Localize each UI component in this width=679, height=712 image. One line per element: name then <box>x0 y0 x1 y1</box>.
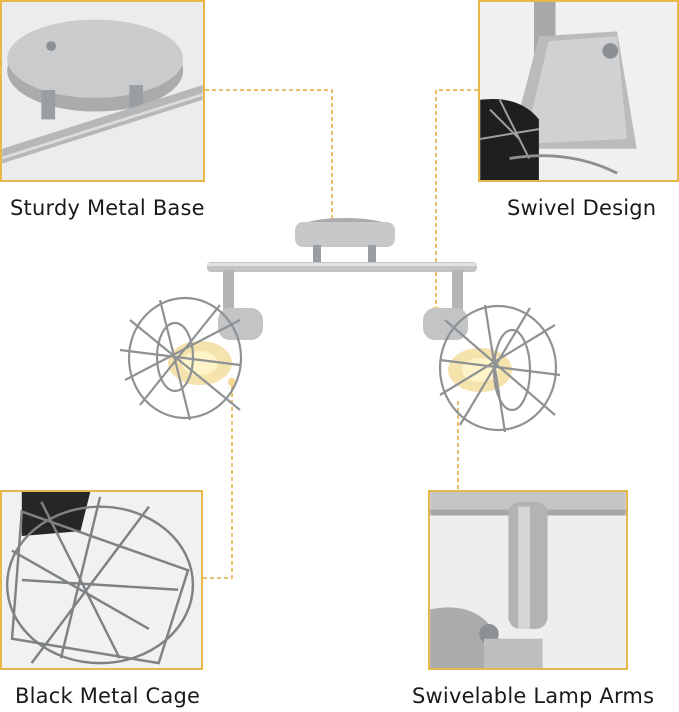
metal-cage-icon <box>2 492 201 668</box>
caption-lamp-arms: Swivelable Lamp Arms <box>412 684 655 708</box>
caption-metal-cage: Black Metal Cage <box>15 684 201 708</box>
metal-base-icon <box>2 2 203 180</box>
ceiling-light-icon <box>119 218 561 433</box>
swivel-head-icon <box>480 2 677 180</box>
feature-panel-metal-cage <box>0 490 203 670</box>
feature-panel-swivel <box>478 0 679 182</box>
product-image <box>100 200 580 460</box>
caption-swivel: Swivel Design <box>507 196 657 220</box>
feature-panel-metal-base <box>0 0 205 182</box>
caption-metal-base: Sturdy Metal Base <box>10 196 205 220</box>
lamp-arm-icon <box>430 492 626 668</box>
feature-panel-lamp-arms <box>428 490 628 670</box>
